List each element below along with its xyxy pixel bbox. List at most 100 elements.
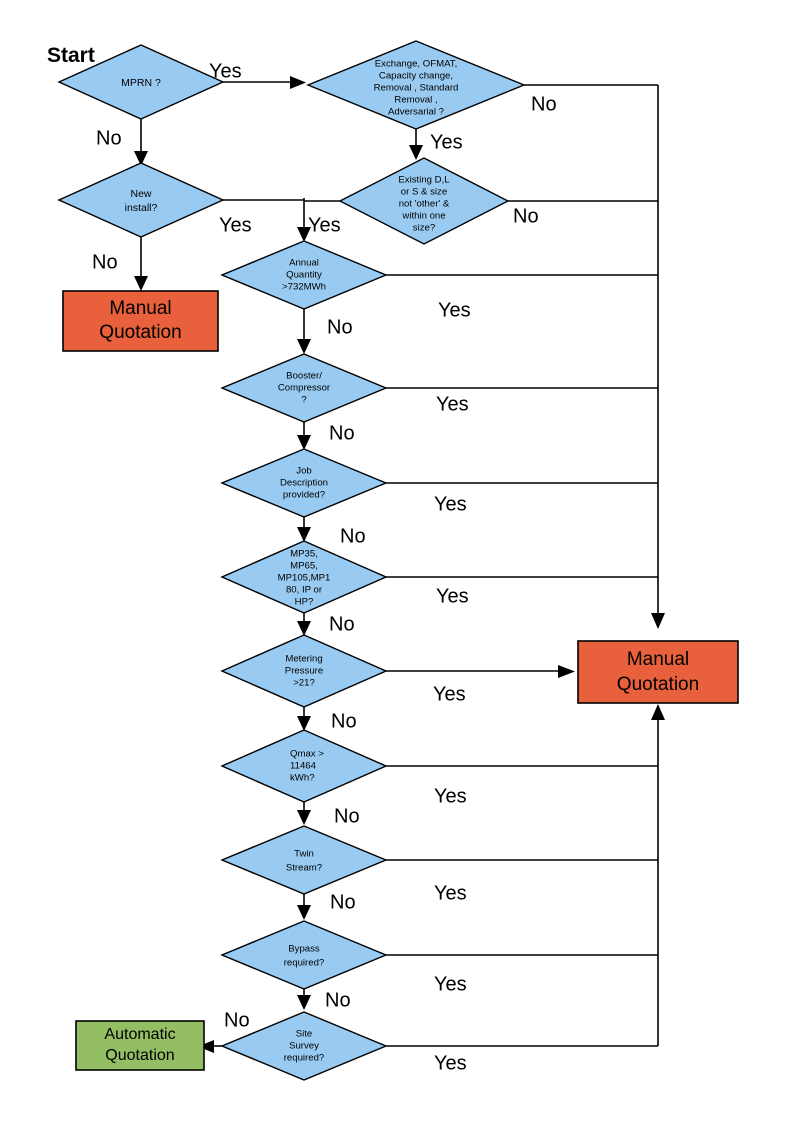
label-metering-yes: Yes — [433, 683, 466, 705]
decision-exchange-line-4: Removal , — [394, 95, 437, 106]
manual-left-line-1: Manual — [109, 298, 171, 319]
edge-mptypes-to-metering — [297, 613, 311, 636]
label-mprn-yes: Yes — [209, 60, 242, 82]
decision-existing-line-4: within one — [401, 211, 445, 222]
edge-exchange-to-existing — [409, 129, 423, 160]
decision-exchange-line-3: Removal , Standard — [374, 83, 459, 94]
decision-existing-line-5: size? — [413, 223, 435, 234]
label-qmax-yes: Yes — [434, 785, 467, 807]
label-metering-no: No — [331, 710, 357, 732]
decision-booster-line-1: Booster/ — [286, 371, 322, 382]
edge-jobdesc-to-mptypes — [297, 517, 311, 542]
decision-metering-line-3: >21? — [293, 678, 315, 689]
decision-new-install-line-1: New — [130, 188, 151, 200]
manual-left-line-2: Quotation — [99, 322, 181, 343]
decision-site-survey[interactable]: Site Survey required? — [220, 1011, 388, 1081]
connector-layer — [134, 76, 665, 1053]
label-sitesurvey-yes: Yes — [434, 1052, 467, 1074]
terminator-manual-quotation-left[interactable]: Manual Quotation — [62, 290, 219, 352]
decision-existing-line-3: not 'other' & — [399, 199, 450, 210]
label-existing-no: No — [513, 205, 539, 227]
label-mptypes-no: No — [329, 613, 355, 635]
manual-right-line-2: Quotation — [617, 674, 699, 695]
decision-exchange-line-5: Adversarial ? — [388, 107, 444, 118]
label-qmax-no: No — [334, 805, 360, 827]
label-twin-yes: Yes — [434, 882, 467, 904]
decision-mprn-label: MPRN ? — [121, 77, 161, 89]
decision-mptypes-line-1: MP35, — [290, 549, 318, 560]
label-booster-yes: Yes — [436, 393, 469, 415]
edge-newinstall-to-manual-left — [134, 237, 148, 291]
decision-metering-pressure[interactable]: Metering Pressure >21? — [220, 634, 388, 708]
decision-metering-line-1: Metering — [285, 654, 322, 665]
decision-annual-line-2: Quantity — [286, 270, 322, 281]
decision-annual-line-1: Annual — [289, 258, 319, 269]
edge-existing-to-annual — [297, 198, 340, 242]
edge-mprn-to-exchange — [223, 76, 306, 89]
decision-existing-line-2: or S & size — [401, 187, 447, 198]
decision-bypass[interactable]: Bypass required? — [220, 920, 388, 990]
decision-new-install-line-2: install? — [125, 202, 158, 214]
decision-qmax-line-3: kWh? — [290, 773, 315, 784]
terminator-automatic-quotation[interactable]: Automatic Quotation — [75, 1020, 205, 1071]
decision-existing-line-1: Existing D,L — [398, 175, 450, 186]
label-mptypes-yes: Yes — [436, 585, 469, 607]
label-layer: Start Yes No No Yes Yes No Yes No Yes No… — [47, 44, 557, 1074]
decision-bypass-line-1: Bypass — [288, 944, 320, 955]
right-bus-upper — [651, 85, 665, 629]
decision-jobdesc-line-3: provided? — [283, 490, 325, 501]
edge-metering-to-qmax — [297, 707, 311, 731]
decision-sitesurvey-line-2: Survey — [289, 1041, 319, 1052]
decision-metering-line-2: Pressure — [285, 666, 323, 677]
edge-booster-to-jobdesc — [297, 422, 311, 450]
right-bus-lower — [651, 704, 665, 1046]
decision-mptypes-line-5: HP? — [295, 597, 314, 608]
decision-twin-stream[interactable]: Twin Stream? — [220, 825, 388, 895]
decision-mp-types[interactable]: MP35, MP65, MP105,MP1 80, IP or HP? — [220, 540, 388, 614]
label-mprn-no: No — [96, 127, 122, 149]
decision-exchange-line-1: Exchange, OFMAT, — [375, 59, 457, 70]
decision-mprn[interactable]: MPRN ? — [57, 44, 225, 120]
decision-job-description[interactable]: Job Description provided? — [220, 448, 388, 518]
edge-twin-to-bypass — [297, 894, 311, 920]
automatic-line-1: Automatic — [104, 1026, 175, 1043]
label-jobdesc-no: No — [340, 525, 366, 547]
label-annual-yes: Yes — [438, 299, 471, 321]
decision-booster-compressor[interactable]: Booster/ Compressor ? — [220, 353, 388, 423]
label-jobdesc-yes: Yes — [434, 493, 467, 515]
decision-booster-line-2: Compressor — [278, 383, 331, 394]
label-bypass-yes: Yes — [434, 973, 467, 995]
decision-exchange-line-2: Capacity change, — [379, 71, 453, 82]
edge-metering-to-manual-right — [386, 665, 575, 678]
decision-qmax-line-2: 11464 — [290, 761, 317, 772]
label-annual-no: No — [327, 316, 353, 338]
label-bypass-no: No — [325, 989, 351, 1011]
label-existing-yes: Yes — [308, 214, 341, 236]
decision-existing-size[interactable]: Existing D,L or S & size not 'other' & w… — [338, 157, 510, 245]
decision-booster-line-3: ? — [301, 395, 306, 406]
edge-mprn-to-newinstall — [134, 119, 148, 166]
edge-qmax-to-twin — [297, 802, 311, 825]
label-exchange-yes: Yes — [430, 131, 463, 153]
decision-mptypes-line-3: MP105,MP1 — [278, 573, 331, 584]
decision-annual-line-3: >732MWh — [282, 282, 326, 293]
decision-sitesurvey-line-3: required? — [284, 1053, 325, 1064]
decision-sitesurvey-line-1: Site — [296, 1029, 313, 1040]
decision-annual-quantity[interactable]: Annual Quantity >732MWh — [220, 240, 388, 310]
decision-mptypes-line-4: 80, IP or — [286, 585, 323, 596]
label-sitesurvey-no: No — [224, 1009, 250, 1031]
decision-new-install[interactable]: New install? — [57, 162, 225, 238]
decision-jobdesc-line-1: Job — [296, 466, 311, 477]
edge-annual-to-booster — [297, 309, 311, 354]
decision-bypass-line-2: required? — [284, 958, 325, 969]
edge-bypass-to-sitesurvey — [297, 989, 311, 1010]
label-newinstall-yes: Yes — [219, 214, 252, 236]
label-twin-no: No — [330, 891, 356, 913]
decision-twin-line-2: Stream? — [286, 863, 322, 874]
manual-right-line-1: Manual — [627, 649, 689, 670]
decision-exchange[interactable]: Exchange, OFMAT, Capacity change, Remova… — [306, 40, 526, 130]
start-label: Start — [47, 44, 95, 67]
decision-qmax[interactable]: Qmax > 11464 kWh? — [220, 729, 388, 803]
terminator-manual-quotation-right[interactable]: Manual Quotation — [577, 640, 739, 704]
